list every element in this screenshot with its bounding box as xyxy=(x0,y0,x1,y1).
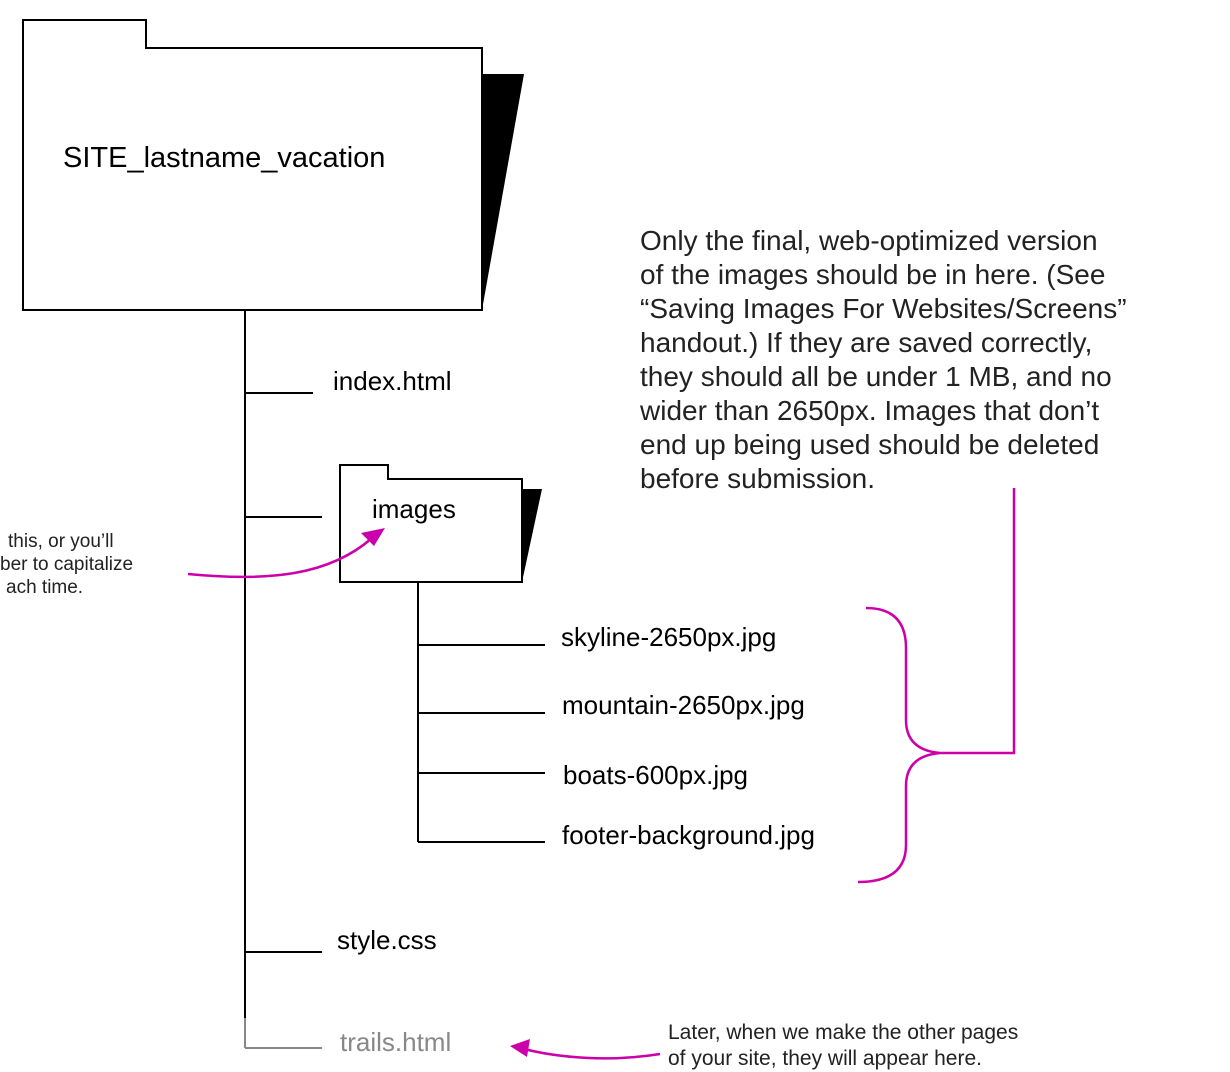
images-note-line: “Saving Images For Websites/Screens” xyxy=(640,293,1127,324)
images-note-line: of the images should be in here. (See xyxy=(640,259,1106,290)
images-note-line: Only the final, web-optimized version xyxy=(640,225,1098,256)
future-pages-note-line: Later, when we make the other pages xyxy=(668,1021,1019,1044)
future-pages-note-line: of your site, they will appear here. xyxy=(668,1047,982,1070)
images-folder-label: images xyxy=(372,494,456,524)
lowercase-note-line: this, or you’ll xyxy=(8,531,114,552)
images-note: Only the final, web-optimized version of… xyxy=(640,224,1127,496)
lowercase-note-arrow xyxy=(187,537,373,579)
images-note-line: handout.) If they are saved correctly, xyxy=(640,327,1093,358)
images-note-line: they should all be under 1 MB, and no xyxy=(640,361,1112,392)
file-footer-background: footer-background.jpg xyxy=(562,820,815,850)
file-style-css: style.css xyxy=(337,925,437,955)
future-pages-note: Later, when we make the other pages of y… xyxy=(668,1020,1018,1072)
brace-to-note-connector xyxy=(940,488,1016,755)
future-pages-arrow xyxy=(523,1047,661,1060)
images-note-line: end up being used should be deleted xyxy=(640,429,1100,460)
file-mountain: mountain-2650px.jpg xyxy=(562,690,805,720)
lowercase-note-arrowhead xyxy=(361,528,385,546)
lowercase-note-line: ach time. xyxy=(6,577,84,598)
file-boats: boats-600px.jpg xyxy=(563,760,749,790)
files-curly-brace xyxy=(857,606,941,884)
file-skyline: skyline-2650px.jpg xyxy=(561,622,777,652)
root-folder-icon xyxy=(22,19,524,311)
images-note-line: before submission. xyxy=(640,463,876,494)
images-folder-icon xyxy=(339,464,542,583)
future-pages-arrowhead xyxy=(510,1039,530,1057)
root-folder-label: SITE_lastname_vacation xyxy=(63,142,386,174)
lowercase-note-line: ber to capitalize xyxy=(0,554,134,575)
lowercase-note: this, or you’ll ber to capitalize ach ti… xyxy=(0,530,186,599)
file-index-html: index.html xyxy=(333,366,452,396)
file-trails-html: trails.html xyxy=(340,1027,452,1057)
images-note-line: wider than 2650px. Images that don’t xyxy=(640,395,1100,426)
